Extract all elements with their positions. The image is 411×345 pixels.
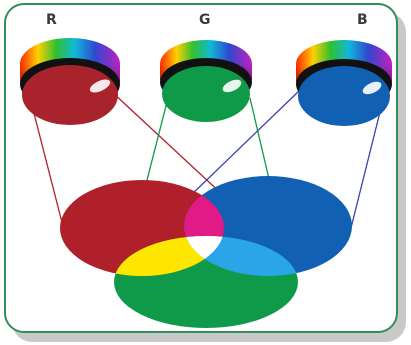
lens-g	[160, 40, 252, 122]
lens-r	[20, 38, 120, 125]
color-circles	[60, 176, 352, 328]
lens-b	[296, 40, 392, 126]
